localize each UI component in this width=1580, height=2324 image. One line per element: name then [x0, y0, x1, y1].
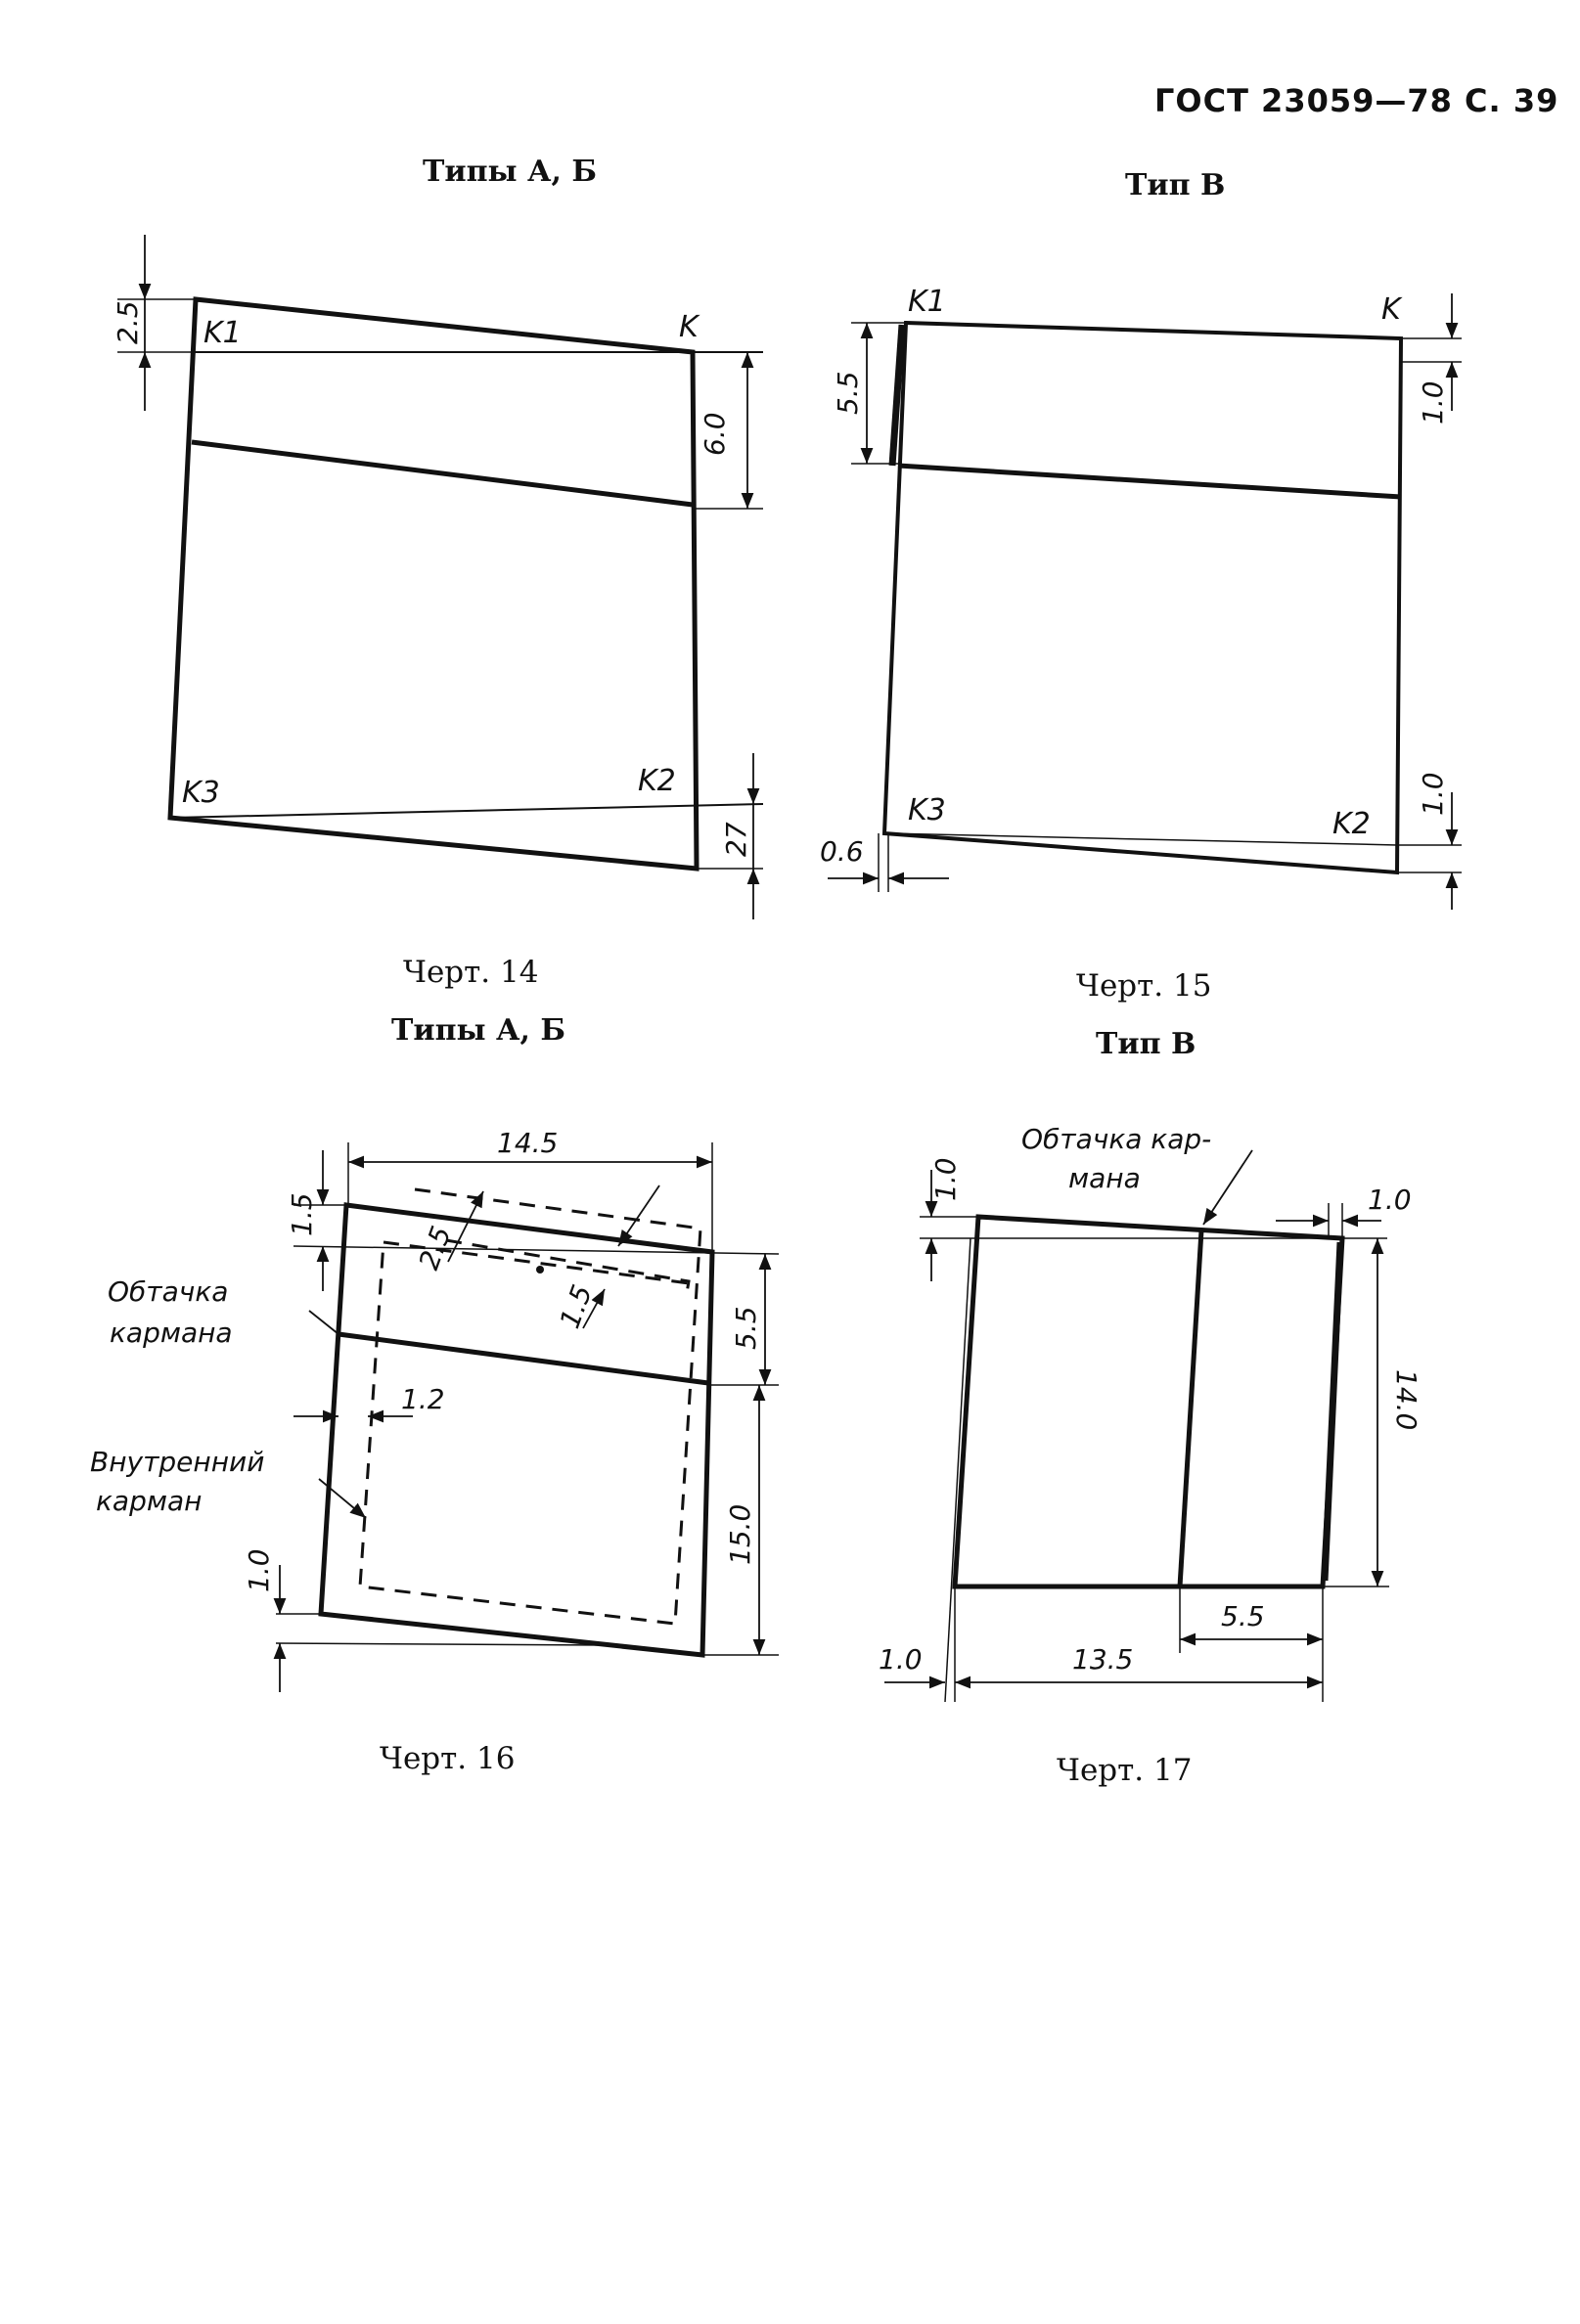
fig15-dim-0-6: 0.6 [820, 835, 864, 868]
fig16-note-inner-line1: Внутренний [90, 1446, 264, 1478]
fig15-dim-5-5: 5.5 [832, 371, 864, 415]
fig17-drawing [884, 1149, 1389, 1703]
fig16-dim-1-5-vertical: 1.5 [286, 1192, 318, 1236]
fig16-drawing [273, 1142, 780, 1692]
fig16-dim-5-5: 5.5 [730, 1306, 762, 1350]
fig14-type-label: Типы А, Б [423, 155, 598, 189]
fig14-point-k2: K2 [638, 764, 676, 798]
fig16-note-facing-line1: Обтачка [108, 1275, 228, 1308]
fig15-drawing [828, 293, 1462, 910]
fig16-note-inner-line2: карман [96, 1485, 202, 1517]
fig17-labels: 1.0 1.0 14.0 5.5 1.0 13.5 Обтачка кар- м… [879, 1123, 1422, 1676]
fig14-caption: Черт. 14 [403, 955, 539, 990]
fig15-dim-1-0-top: 1.0 [1417, 380, 1449, 425]
fig15-type-label: Тип В [1125, 168, 1226, 202]
fig15-point-k3: K3 [908, 793, 946, 827]
fig14-outline [167, 296, 700, 872]
fig15-point-k: K [1381, 292, 1403, 327]
fig16-dim-1-2: 1.2 [401, 1383, 445, 1415]
fig15-dim-1-0-bottom: 1.0 [1417, 772, 1449, 816]
fig15-waist-line [897, 463, 1402, 500]
fig17-type-label: Тип В [1096, 1027, 1196, 1061]
fig17-dim-5-5: 5.5 [1221, 1600, 1265, 1632]
fig17-dim-1-0-top: 1.0 [1368, 1184, 1412, 1216]
fig14-ref-line-bottom [171, 803, 764, 819]
fig17-facing-line [1177, 1229, 1204, 1587]
fig16-facing-line [338, 1331, 709, 1386]
fig14-labels: K1 K K3 K2 2.5 6.0 27 [112, 300, 752, 857]
fig14-dim-2-5: 2.5 [112, 300, 144, 344]
fig16-dim-1-0: 1.0 [243, 1548, 275, 1592]
fig16-dim-2-5: 2.5 [413, 1222, 458, 1274]
fig17-dim-1-0-vertical: 1.0 [929, 1157, 962, 1201]
fig16-dim-1-5-diagonal: 1.5 [554, 1280, 599, 1332]
fig16-dim-14-5: 14.5 [497, 1127, 558, 1159]
fig14-point-k: K [679, 310, 700, 344]
fig15-outline [881, 320, 1404, 875]
fig15-labels: K1 K K3 K2 5.5 1.0 1.0 0.6 [820, 285, 1449, 868]
fig17-dim-13-5: 13.5 [1072, 1643, 1133, 1676]
fig17-note-facing-line2: мана [1068, 1162, 1141, 1194]
fig17-dim-14-0: 14.0 [1390, 1369, 1422, 1430]
fig16-type-label: Типы А, Б [391, 1013, 566, 1048]
fig15-point-k2: K2 [1332, 807, 1371, 841]
fig14-dim-27: 27 [720, 822, 752, 857]
fig16-labels: 14.5 1.5 2.5 1.5 5.5 1.2 15.0 1.0 Обтачк… [90, 1127, 762, 1592]
fig17-caption: Черт. 17 [1057, 1753, 1193, 1788]
fig14-point-k1: K1 [203, 316, 242, 350]
page-header: ГОСТ 23059—78 С. 39 [1154, 82, 1559, 119]
fig14-dim-6-0: 6.0 [699, 412, 731, 456]
fig17-outline [952, 1214, 1345, 1589]
fig14-point-k3: K3 [182, 776, 220, 810]
fig15-point-k1: K1 [908, 285, 946, 319]
fig17-dim-1-0-bottom: 1.0 [879, 1643, 923, 1676]
fig14-drawing [117, 235, 764, 919]
fig15-caption: Черт. 15 [1076, 968, 1212, 1004]
fig16-inner-pocket [358, 1187, 702, 1626]
fig16-caption: Черт. 16 [380, 1741, 516, 1776]
fig16-note-facing-line2: кармана [110, 1317, 233, 1349]
fig16-dim-15-0: 15.0 [724, 1504, 756, 1565]
fig14-waist-line [191, 439, 694, 508]
fig17-note-facing-line1: Обтачка кар- [1021, 1123, 1211, 1155]
